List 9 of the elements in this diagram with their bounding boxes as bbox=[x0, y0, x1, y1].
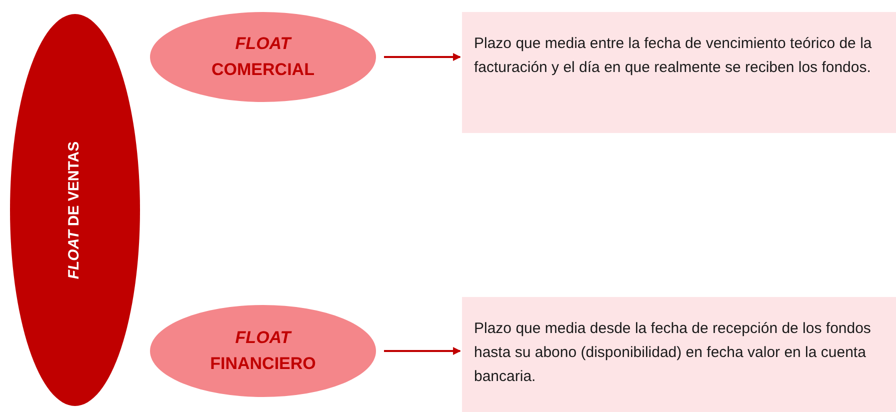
node-label: FLOAT FINANCIERO bbox=[209, 327, 317, 375]
arrow bbox=[384, 53, 461, 61]
node-label: FLOAT COMERCIAL bbox=[210, 33, 316, 81]
vertical-label: FLOAT DE VENTAS bbox=[64, 141, 84, 279]
description-box bbox=[462, 297, 896, 412]
arrow bbox=[384, 347, 461, 355]
description-text: Plazo que media entre la fecha de vencimiento teórico de la facturación y el día en que realmente se reciben los fondos. bbox=[474, 34, 873, 78]
description-text: Plazo que media desde la fecha de recepción de los fondos hasta su abono (disponibilidad) en fecha valor en la cuenta bancaria. bbox=[474, 319, 872, 387]
description-box bbox=[462, 12, 896, 133]
